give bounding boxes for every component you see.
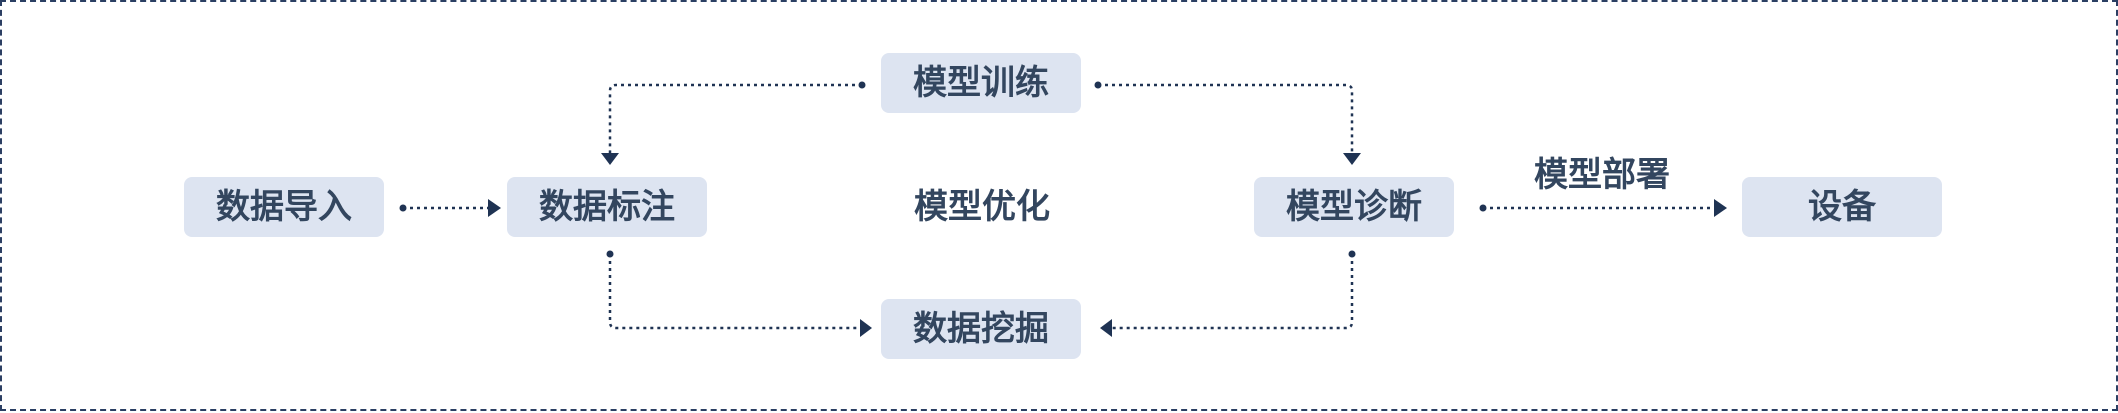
connector-start-dot	[858, 81, 866, 89]
connector-start-dot	[399, 204, 407, 212]
node-model-diagnosis: 模型诊断	[1254, 177, 1454, 237]
arrowhead-right	[1714, 199, 1727, 217]
arrowhead-right	[488, 199, 501, 217]
arrowhead-left	[1100, 319, 1112, 337]
arrowhead-right	[860, 319, 872, 337]
connector-training-to-labeling	[608, 83, 862, 153]
node-data-import: 数据导入	[184, 177, 384, 237]
connector-training-to-diagnosis	[1098, 83, 1354, 153]
connector-start-dot	[1094, 81, 1102, 89]
arrowhead-down	[1343, 153, 1361, 165]
node-data-labeling: 数据标注	[507, 177, 707, 237]
node-data-mining: 数据挖掘	[881, 299, 1081, 359]
arrowhead-down	[601, 153, 619, 165]
connector-diagnosis-to-mining	[1112, 254, 1354, 330]
connector-start-dot	[1348, 250, 1356, 258]
node-device: 设备	[1742, 177, 1942, 237]
connector-start-dot	[1479, 204, 1487, 212]
connector-labeling-to-mining	[608, 254, 860, 330]
connector-start-dot	[606, 250, 614, 258]
node-model-training: 模型训练	[881, 53, 1081, 113]
label-model-deployment: 模型部署	[1534, 155, 1670, 195]
label-model-optimization: 模型优化	[914, 187, 1050, 227]
